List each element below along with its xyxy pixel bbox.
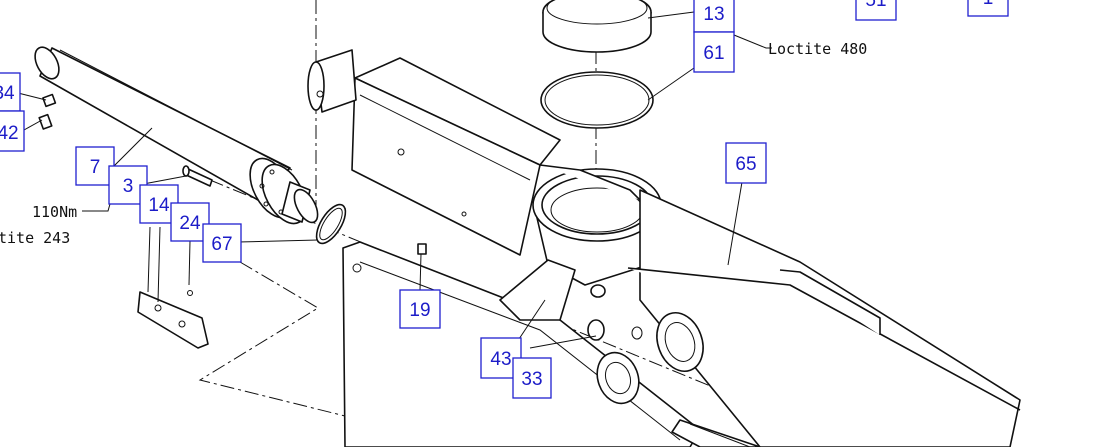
part-tag-61: 61 <box>693 31 735 73</box>
annotations: 110Nm tite 243 Loctite 480 <box>0 40 867 247</box>
part-tag-33: 33 <box>512 357 552 399</box>
part-tag-7-label: 7 <box>90 157 101 178</box>
part-tag-19-label: 19 <box>409 300 430 321</box>
part-tag-3-label: 3 <box>123 176 134 197</box>
part-tag-65-label: 65 <box>735 154 756 175</box>
part-tag-61-label: 61 <box>703 43 724 64</box>
part-tag-42: 42 <box>0 110 25 152</box>
part-tag-1-label: 1 <box>983 0 994 9</box>
half-shell-cover <box>137 290 209 349</box>
axle-housing <box>307 49 1021 447</box>
part-tag-13: 13 <box>693 0 735 33</box>
part-tag-1: 1 <box>967 0 1009 17</box>
tube-assembly <box>34 46 347 245</box>
part-tag-13-label: 13 <box>703 4 724 25</box>
part-tag-51: 51 <box>855 0 897 21</box>
o-ring-61 <box>540 71 654 129</box>
adhesive-note: Loctite 480 <box>768 40 867 58</box>
part-tag-33-label: 33 <box>521 369 542 390</box>
part-tag-24-label: 24 <box>179 213 201 234</box>
part-tag-67-label: 67 <box>211 234 232 255</box>
part-tag-14-label: 14 <box>148 195 170 216</box>
torque-note: 110Nm <box>32 203 77 221</box>
part-tag-43-label: 43 <box>490 349 511 370</box>
part-tags: 34 42 7 3 14 24 67 13 <box>0 0 1009 399</box>
part-tag-7: 7 <box>75 146 115 186</box>
part-tag-34-label: 34 <box>0 83 15 104</box>
part-tag-65: 65 <box>725 142 767 184</box>
thread-locker-note: tite 243 <box>0 229 70 247</box>
part-tag-42-label: 42 <box>0 123 19 144</box>
bearing-ring-13 <box>542 0 652 53</box>
part-tag-19: 19 <box>399 289 441 329</box>
part-tag-67: 67 <box>202 223 242 263</box>
part-tag-51-label: 51 <box>865 0 886 11</box>
part-tag-34: 34 <box>0 72 21 112</box>
